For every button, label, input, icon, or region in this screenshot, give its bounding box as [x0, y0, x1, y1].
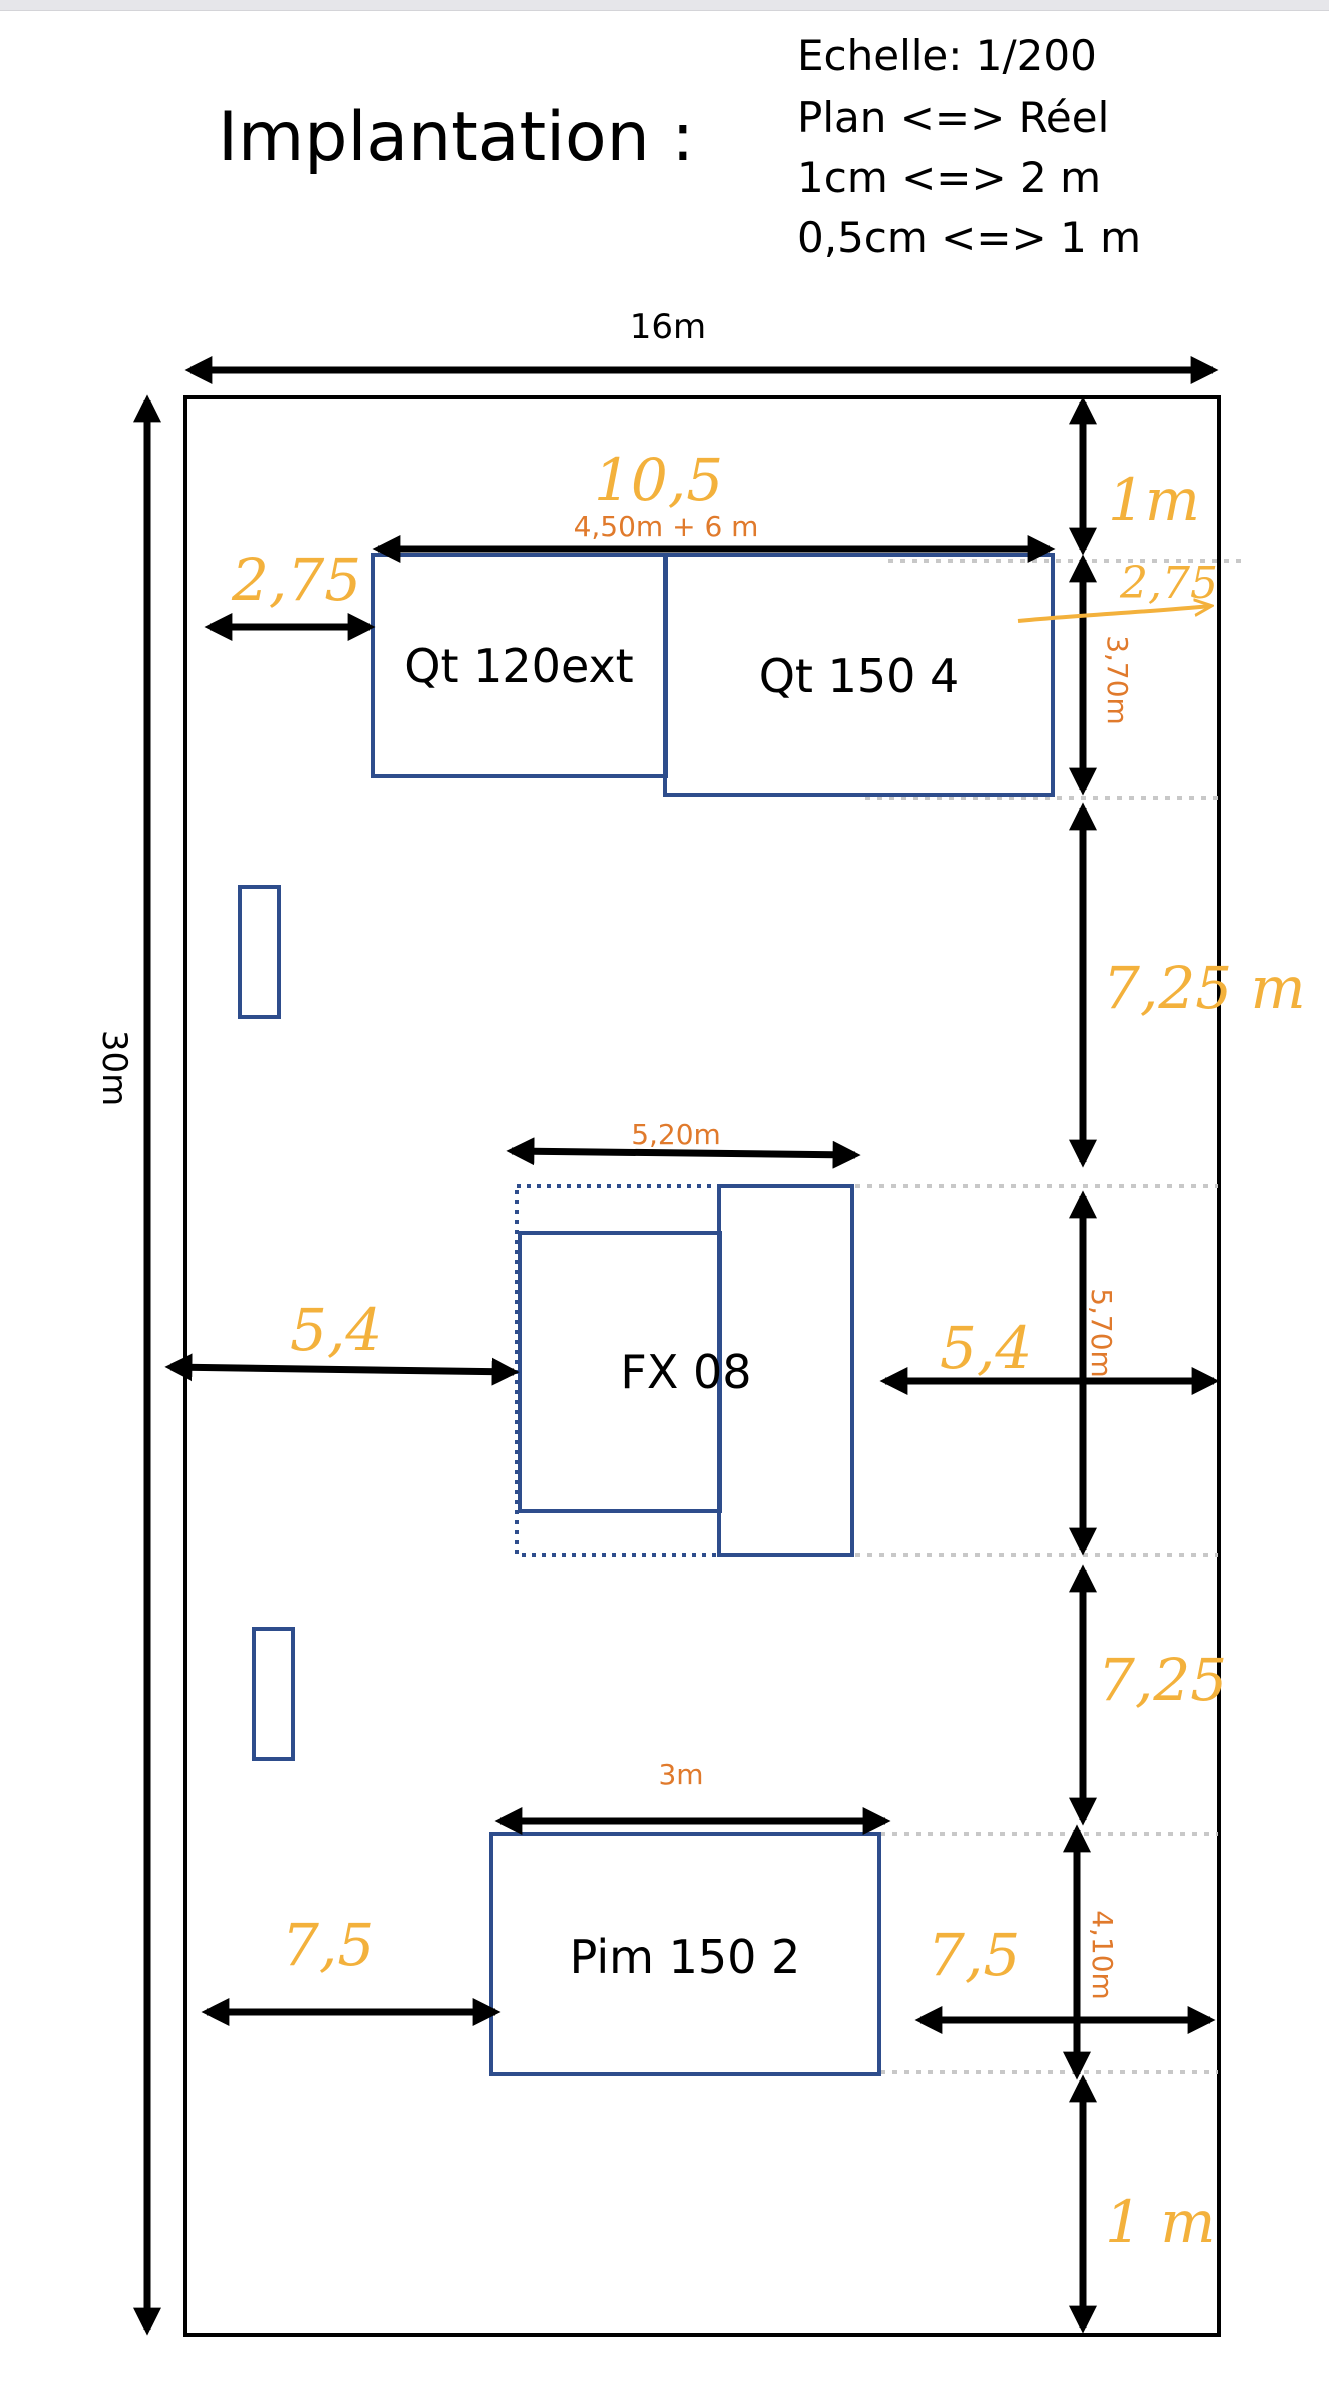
- pim-width-label: 3m: [658, 1758, 703, 1791]
- machine-pim150-label: Pim 150 2: [570, 1930, 801, 1984]
- machine-qt120-label: Qt 120ext: [404, 639, 633, 693]
- scale-line-4: 0,5cm <=> 1 m: [797, 213, 1141, 262]
- handwritten-bottom-margin: 1 m: [1105, 2188, 1215, 2256]
- machine-fx08-column: [717, 1184, 854, 1557]
- window-top-bar: [0, 0, 1329, 11]
- handwritten-top-right-margin: 2,75: [1119, 558, 1218, 609]
- top-row-height-label: 3,70m: [1101, 635, 1134, 725]
- handwritten-fx-right: 5,4: [940, 1314, 1032, 1382]
- handwritten-right-arrow: [1017, 606, 1210, 623]
- fx-left-arrow: [164, 1353, 520, 1386]
- small-rectangle-1: [238, 885, 281, 1019]
- handwritten-gap-2: 7,25: [1098, 1646, 1227, 1714]
- fx-height-label: 5,70m: [1085, 1288, 1118, 1378]
- scale-line-2: Plan <=> Réel: [797, 93, 1109, 142]
- handwritten-pim-right: 7,5: [928, 1921, 1020, 1989]
- handwritten-pim-left: 7,5: [282, 1911, 374, 1979]
- machine-qt150-label: Qt 150 4: [759, 649, 960, 703]
- handwritten-top-left-margin: 2,75: [231, 546, 361, 614]
- small-rectangle-2: [252, 1627, 295, 1761]
- pim-height-label: 4,10m: [1086, 1910, 1119, 2000]
- handwritten-top-row-total: 10,5: [594, 446, 723, 514]
- machine-fx08-label: FX 08: [620, 1345, 751, 1399]
- fx-width-arrow: [506, 1137, 861, 1169]
- handwritten-gap-1: 7,25 m: [1103, 954, 1306, 1022]
- handwritten-top-margin: 1m: [1108, 466, 1200, 534]
- page-title: Implantation :: [218, 98, 694, 177]
- handwritten-fx-left: 5,4: [290, 1296, 382, 1364]
- scale-line-3: 1cm <=> 2 m: [797, 153, 1101, 202]
- fx-width-label: 5,20m: [631, 1118, 721, 1151]
- hall-length-label: 30m: [94, 1030, 134, 1106]
- top-row-width-label: 4,50m + 6 m: [574, 510, 759, 543]
- hall-width-label: 16m: [630, 307, 706, 347]
- scale-line-1: Echelle: 1/200: [797, 31, 1097, 80]
